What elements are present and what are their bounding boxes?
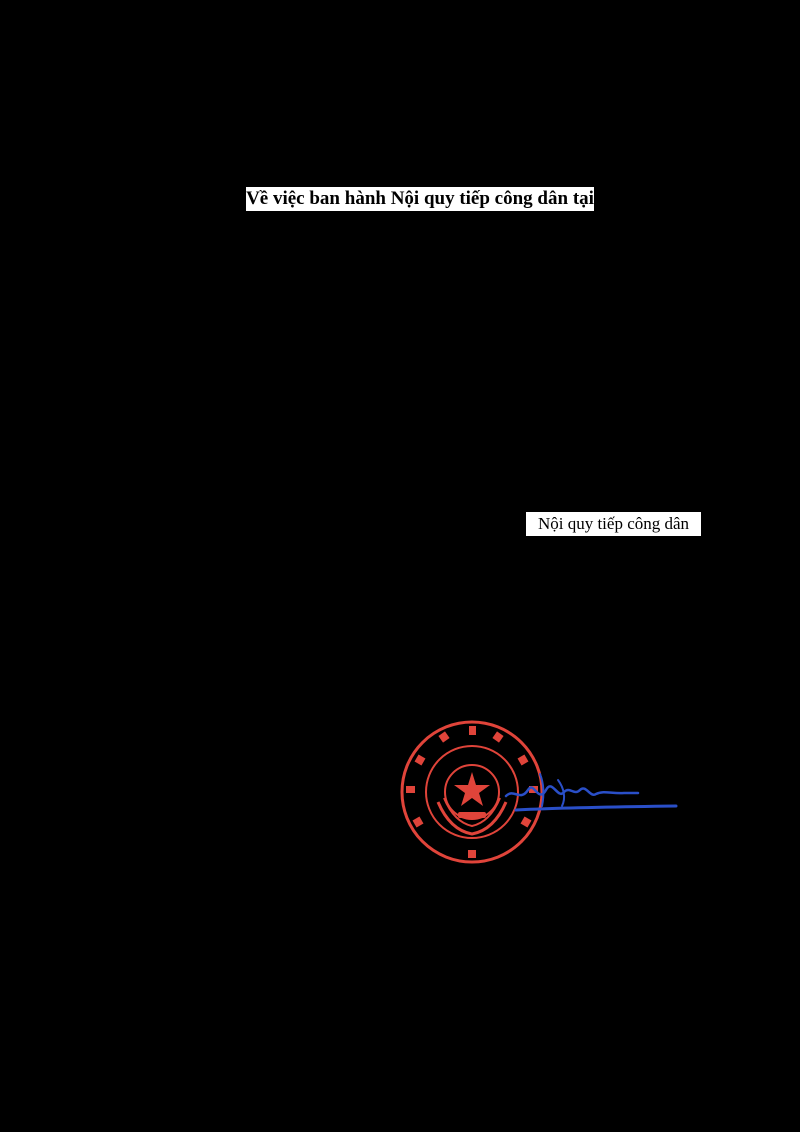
handwritten-signature-icon	[504, 773, 678, 812]
document-subject: Về việc ban hành Nội quy tiếp công dân t…	[246, 187, 594, 211]
attachment-reference: Nội quy tiếp công dân	[526, 512, 701, 536]
national-emblem-seal-icon	[400, 720, 544, 864]
